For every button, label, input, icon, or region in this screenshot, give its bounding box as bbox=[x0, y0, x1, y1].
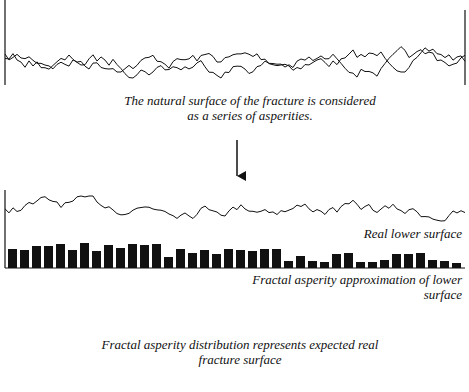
note-label: Fractal asperity approximation of lower … bbox=[250, 272, 462, 302]
asperity-bar bbox=[200, 250, 209, 268]
asperity-bar bbox=[404, 254, 413, 268]
asperity-bar bbox=[356, 262, 365, 268]
asperity-bar bbox=[332, 254, 341, 268]
asperity-bar bbox=[368, 262, 377, 268]
asperity-bar bbox=[272, 249, 281, 268]
asperity-bars bbox=[8, 243, 461, 268]
baseline bbox=[5, 267, 465, 268]
asperity-bar bbox=[308, 261, 317, 268]
lower-surface bbox=[5, 47, 465, 78]
asperity-bar bbox=[260, 249, 269, 268]
asperity-bar bbox=[176, 249, 185, 268]
fracture-wall bbox=[464, 10, 465, 85]
asperity-bar bbox=[92, 251, 101, 268]
asperity-bar bbox=[44, 246, 53, 268]
asperity-bar bbox=[20, 250, 29, 268]
asperity-bar bbox=[56, 244, 65, 268]
note-label: The natural surface of the fracture is c… bbox=[120, 93, 380, 123]
real-lower-surface-line bbox=[5, 196, 465, 221]
asperity-bar bbox=[164, 257, 173, 268]
note-label: Fractal asperity distribution represents… bbox=[95, 337, 385, 367]
asperity-bar bbox=[284, 261, 293, 268]
asperity-bar bbox=[296, 256, 305, 268]
down-arrow bbox=[236, 140, 238, 176]
asperity-bar bbox=[320, 262, 329, 268]
asperity-bar bbox=[128, 244, 137, 268]
fracture-wall bbox=[4, 0, 5, 85]
asperity-bar bbox=[116, 248, 125, 268]
asperity-bar bbox=[152, 244, 161, 268]
asperity-bar bbox=[452, 263, 461, 268]
asperity-bar bbox=[8, 249, 17, 268]
asperity-bar bbox=[440, 261, 449, 268]
asperity-bar bbox=[32, 246, 41, 268]
asperity-bar bbox=[140, 245, 149, 268]
asperity-bar bbox=[236, 250, 245, 268]
asperity-bar bbox=[68, 250, 77, 268]
asperity-bar bbox=[248, 251, 257, 268]
fracture-surfaces bbox=[5, 47, 465, 78]
asperity-bar bbox=[80, 243, 89, 268]
real-lower-surface bbox=[5, 196, 465, 221]
asperity-bar bbox=[344, 253, 353, 268]
note-label: Real lower surface bbox=[290, 226, 462, 241]
asperity-bar bbox=[416, 253, 425, 268]
asperity-bar bbox=[212, 254, 221, 268]
asperity-bar bbox=[392, 254, 401, 268]
asperity-bar bbox=[104, 245, 113, 268]
asperity-bar bbox=[188, 253, 197, 268]
fracture-wall bbox=[4, 190, 5, 268]
asperity-bar bbox=[428, 260, 437, 268]
asperity-bar bbox=[380, 260, 389, 268]
asperity-bar bbox=[224, 249, 233, 268]
